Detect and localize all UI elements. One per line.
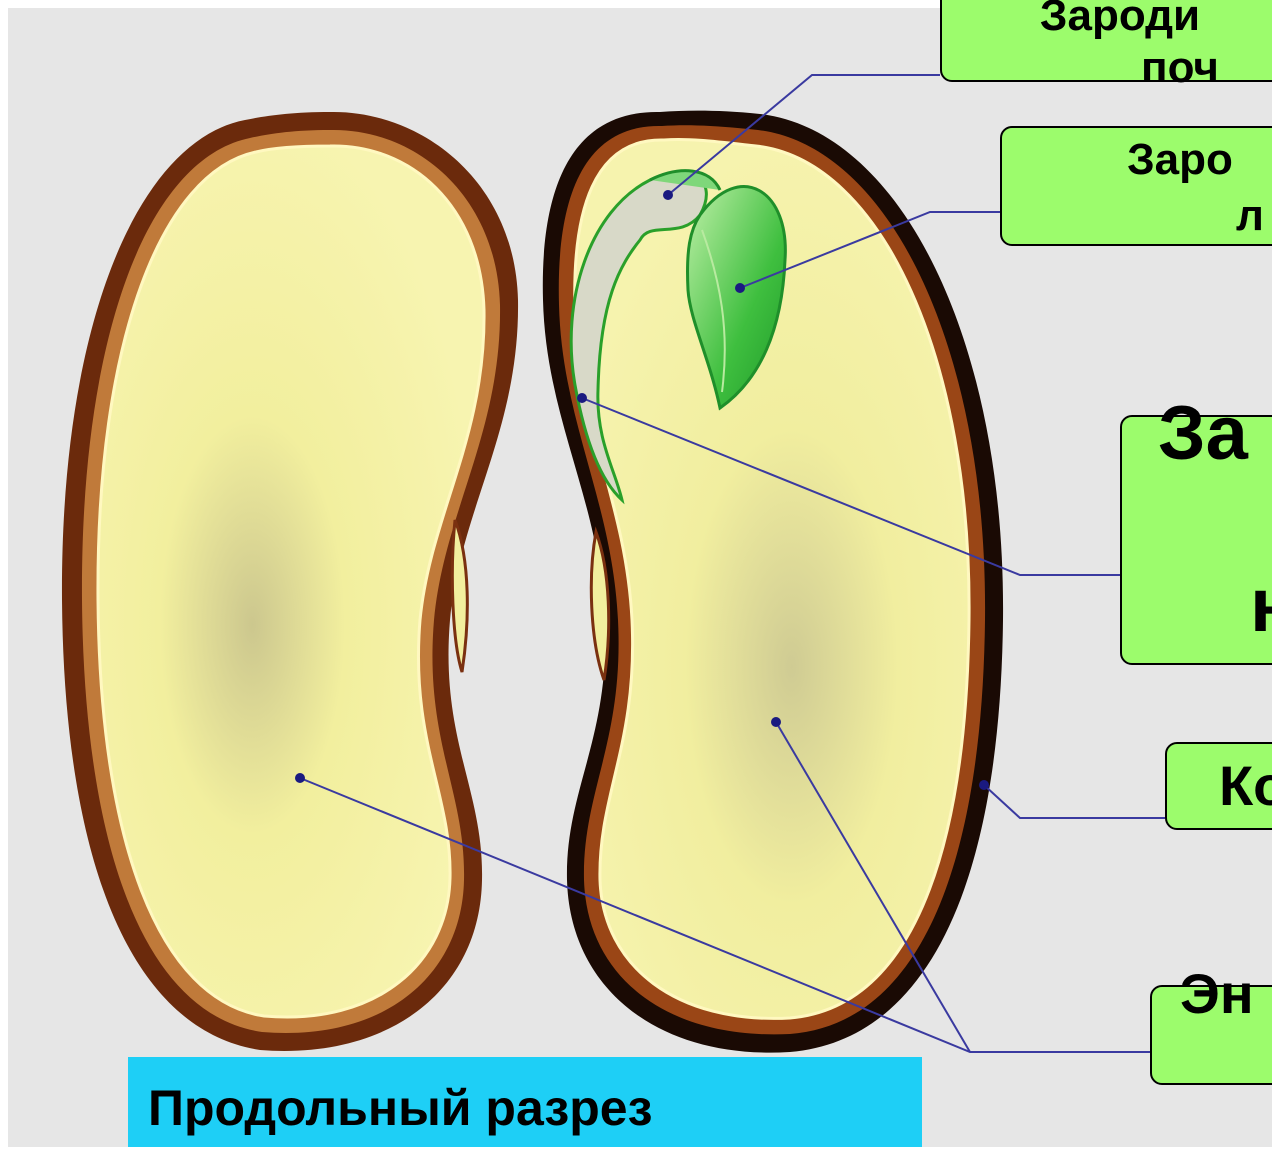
- label-radicle-line1: За: [1158, 391, 1272, 477]
- label-radicle: За н: [1120, 415, 1272, 665]
- label-plumule-line1: Зароди: [942, 0, 1272, 42]
- dot-endosperm-left: [295, 773, 305, 783]
- label-cotyledon-line1: Заро: [1062, 132, 1272, 188]
- dot-radicle: [577, 393, 587, 403]
- label-endosperm-text: Эн: [1180, 963, 1272, 1025]
- label-cotyledon-line2: л: [1202, 188, 1272, 244]
- dot-cotyledon: [735, 283, 745, 293]
- dot-plumule: [663, 190, 673, 200]
- dot-seed-coat: [979, 780, 989, 790]
- label-seed-coat: Ко: [1165, 742, 1272, 830]
- dot-endosperm-right: [771, 717, 781, 727]
- left-seed-fill: [98, 146, 484, 1017]
- label-radicle-line2: [1122, 477, 1272, 563]
- label-seed-coat-text: Ко: [1219, 744, 1272, 828]
- caption-banner: Продольный разрез: [128, 1057, 922, 1147]
- label-radicle-line3: н: [1250, 563, 1272, 649]
- caption-text: Продольный разрез: [148, 1080, 652, 1136]
- label-plumule-line2: поч: [1062, 42, 1272, 94]
- label-cotyledon: Заро л: [1000, 126, 1272, 246]
- label-plumule: Зароди поч: [940, 0, 1272, 82]
- left-seed-half: [62, 112, 518, 1051]
- label-endosperm: Эн: [1150, 985, 1272, 1085]
